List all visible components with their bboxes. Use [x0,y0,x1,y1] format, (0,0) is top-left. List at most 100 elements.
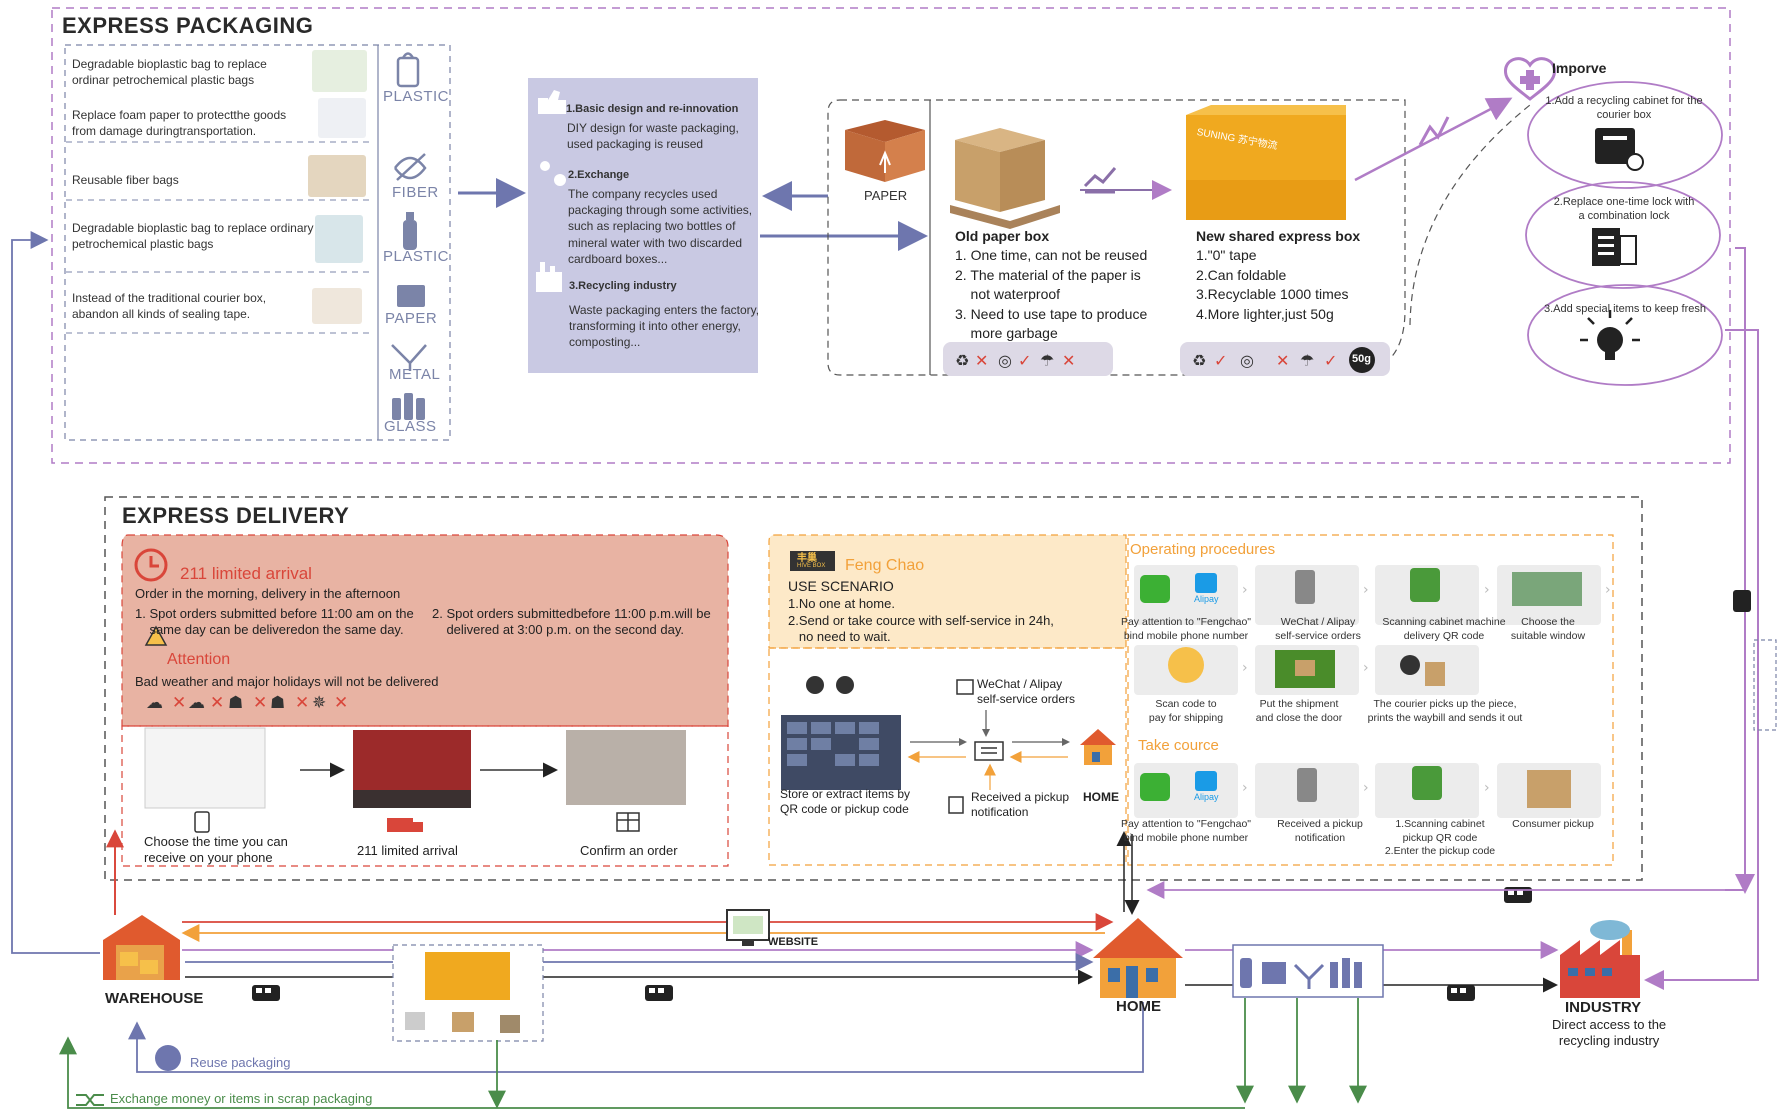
scan-pay-icon [1168,647,1204,683]
improve-oval-3 [1527,284,1723,386]
improve-title: Imporve [1552,60,1607,76]
growth-icon [1418,116,1450,146]
material-label-plastic: PLASTIC [383,88,450,105]
improve-oval-1 [1527,81,1723,189]
scan-cabinet-icon-2 [1412,766,1442,800]
shipment-icon [1275,650,1335,688]
couple-image [566,730,686,805]
svg-text:›: › [1484,582,1490,598]
fengchao-home-label: HOME [1083,790,1119,804]
material-label-metal: METAL [389,366,441,383]
svg-text:✕: ✕ [334,693,348,713]
strategy-2-body: The company recycles used packaging thro… [568,187,753,266]
attention-title: Attention [167,651,231,668]
plastic-bag-icon [396,52,420,88]
flow-step-limited: 211 limited arrival [357,843,458,858]
use-scenario-2: 2.Send or take cource with self-service … [788,613,1054,645]
gift-icon [616,812,640,832]
wechat-icon-2 [1140,773,1170,801]
parcel-icon [1527,770,1571,808]
svg-text:›: › [1363,780,1369,796]
industry-desc: Direct access to the recycling industry [1552,1017,1667,1049]
svg-text:›: › [1242,660,1248,676]
hive-box-logo [790,551,835,571]
notification-icon [948,796,964,814]
warning-icon [144,625,168,646]
hand-phone-icon-2 [1297,768,1317,802]
courier-icon [1400,655,1445,686]
svg-text:›: › [1363,660,1369,676]
weight-badge [1349,347,1375,373]
svg-text:✕: ✕ [210,693,224,713]
flow-step-choose-time: Choose the time you can receive on your … [144,834,288,866]
svg-text:✕: ✕ [1062,351,1075,370]
strategy-panel [528,78,758,373]
old-box-icon-strip [943,342,1113,376]
svg-text:✵: ✵ [312,693,326,713]
plastic-bottle-icon [403,212,417,250]
growth-chart-icon [1083,167,1117,194]
new-box-points: 1."0" tape 2.Can foldable 3.Recyclable 1… [1196,246,1349,324]
material-label-plastic-2: PLASTIC [383,248,450,265]
op-step-1: Pay attention to "Fengchao" bind mobile … [1120,616,1252,642]
window-choose-icon [1512,572,1582,606]
svg-text:☗: ☗ [270,693,285,713]
fiber-icon [394,153,427,181]
new-box-point-4: 4.More lighter,just 50g [1196,305,1334,322]
new-box-point-3: 3.Recyclable 1000 times [1196,286,1349,303]
warehouse-label: WAREHOUSE [105,990,204,1007]
packaging-title: EXPRESS PACKAGING [62,13,314,38]
svg-text:›: › [1605,582,1611,598]
bus-icon-right [1733,590,1751,612]
packaging-item-4: Degradable bioplastic bag to replace ord… [72,221,314,251]
exchange-stars-icon [540,161,566,186]
fiber-bag-thumb [308,155,366,197]
operating-title: Operating procedures [1130,541,1276,558]
op-step-3: Scanning cabinet machine delivery QR cod… [1382,616,1506,642]
improve-item-2: 2.Replace one-time lock with a combinati… [1553,196,1695,223]
fengchao-panel [768,534,1127,649]
old-box-points: 1. One time, can not be reused 2. The ma… [955,246,1147,344]
foam-paper-thumb [318,98,366,138]
op-step-6: Put the shipment and close the door [1255,698,1343,724]
material-label-fiber: FIBER [392,184,439,201]
use-scenario-1: 1.No one at home. [788,596,895,611]
take-title: Take cource [1138,737,1219,754]
bioplastic-bag-thumb [312,50,367,92]
wechat-icon-1 [1140,575,1170,603]
op-step-2: WeChat / Alipay self-service orders [1275,616,1361,642]
screen-terminal-icon [974,741,1004,761]
svg-text:◎: ◎ [998,351,1012,370]
packaging-item-5: Instead of the traditional courier box, … [72,291,267,321]
degradable-bag-thumb [315,215,363,263]
industry-icon [1560,920,1640,998]
svg-text:✕: ✕ [253,693,267,713]
svg-text:✓: ✓ [1018,351,1031,370]
packaging-item-2: Replace foam paper to protectthe goods f… [72,108,287,138]
warehouse-icon [103,915,180,980]
home-small-icon [1080,729,1116,765]
home-icon [1093,918,1183,998]
new-box-image [1186,105,1346,220]
received-pickup-label: Received a pickup notification [971,790,1070,819]
reuse-packaging-label: Reuse packaging [190,1055,291,1070]
paper-icon [397,285,425,307]
take-step-4: Consumer pickup [1512,818,1594,830]
packaging-frame [51,7,1731,464]
alipay-icon-1 [1195,573,1217,593]
old-box-attributes: ♻✕ ◎✓ ☂✕ [955,351,1075,370]
delivery-frame [104,496,1643,881]
svg-text:›: › [1242,780,1248,796]
use-scenario-title: USE SCENARIO [788,578,894,594]
svg-text:♻: ♻ [1192,351,1206,370]
old-box-point-2: 2. The material of the paper is not wate… [955,266,1141,303]
svg-text:✕: ✕ [975,351,988,370]
take-step-3: 1.Scanning cabinet pickup QR code 2.Ente… [1384,818,1496,858]
weight-badge-label: 50g [1352,353,1371,365]
svg-text:☂: ☂ [1300,351,1314,370]
op-step-5: Scan code to pay for shipping [1148,698,1224,724]
paper-box-icon [845,120,925,182]
svg-text:☂: ☂ [1040,351,1054,370]
alipay-icon-2 [1195,771,1217,791]
